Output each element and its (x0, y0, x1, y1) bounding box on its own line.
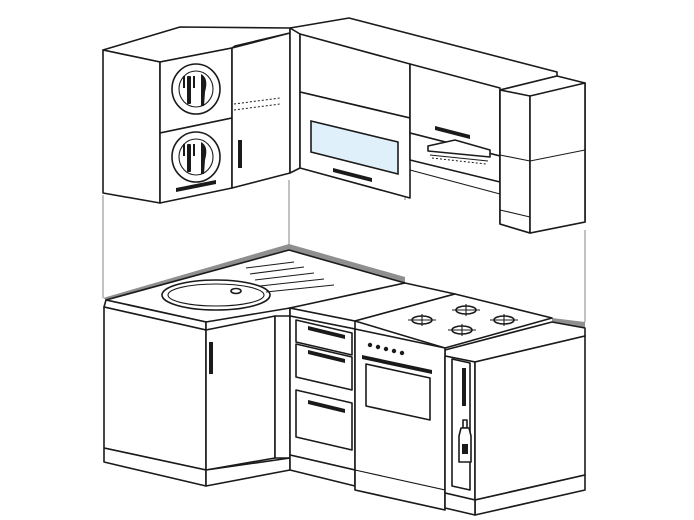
drawer-handle (308, 350, 345, 363)
microwave-window (310, 119, 399, 176)
drawer (295, 343, 353, 391)
oven-window (365, 363, 431, 421)
drawer (295, 389, 353, 451)
door-handle (333, 168, 372, 182)
stove (354, 293, 553, 511)
lower-right-cabinet (474, 335, 586, 501)
door-handle (209, 342, 213, 374)
oven-front (354, 328, 446, 511)
door-handle (176, 180, 216, 192)
bottle-icon (458, 419, 472, 463)
door-handle (238, 140, 242, 168)
hob-top (354, 293, 553, 349)
drawer-handle (308, 326, 345, 339)
door-handle (462, 368, 466, 406)
range-hood-icon (409, 132, 501, 195)
drawer-unit (289, 315, 356, 487)
upper-left-cabinets (102, 26, 291, 204)
lower-cabinet-front (103, 306, 207, 471)
lower-cabinet-door (205, 315, 276, 471)
cutlery-icon (171, 63, 221, 115)
bottle-cabinet (444, 335, 586, 516)
lower-corner-cabinet (103, 306, 291, 487)
cutlery-icon (171, 131, 221, 183)
control-knobs (367, 342, 405, 356)
sink-icon (161, 261, 335, 311)
door-handle (435, 126, 470, 139)
gas-burner-icon (408, 304, 518, 336)
drawer-handle (308, 400, 345, 413)
oven-handle (362, 355, 432, 374)
upper-right-cabinets (289, 17, 586, 234)
countertop (103, 244, 586, 363)
upper-cabinet-front (102, 49, 161, 204)
